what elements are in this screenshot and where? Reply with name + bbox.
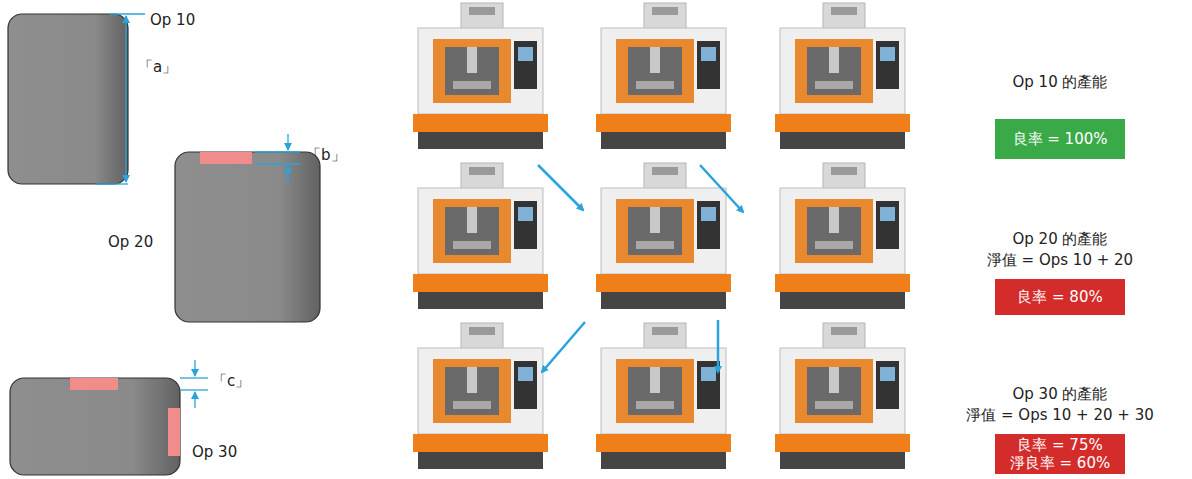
capacity-heading: Op 20 的產能 [946,229,1174,250]
cnc-machine [596,323,731,469]
part-label: Op 20 [108,233,153,251]
dimension-b [255,134,300,182]
part-op20 [175,152,320,322]
yield-box: 良率 = 100% [995,119,1125,159]
capacity-group: Op 20 的產能淨值 = Ops 10 + 20 良率 = 80% [946,229,1174,315]
part-op30 [10,378,180,475]
part-label: 「c」 [212,372,250,390]
dimension-c [180,360,208,408]
part-label: Op 30 [192,443,237,461]
yield-text: 淨良率 = 60% [1007,454,1113,472]
capacity-heading: Op 30 的產能 [946,384,1174,405]
part-label: 「b」 [306,146,346,164]
yield-box: 良率 = 75%淨良率 = 60% [995,434,1125,474]
cnc-machine [413,163,548,309]
yield-text: 良率 = 80% [1007,287,1113,307]
flow-arrows [538,165,743,372]
part-label: Op 10 [150,11,195,29]
dimension-a [96,14,145,184]
cnc-machine [775,3,910,149]
machined-face [168,408,180,456]
capacity-group: Op 30 的產能淨值 = Ops 10 + 20 + 30 良率 = 75%淨良… [946,384,1174,474]
yield-text: 良率 = 75% [1007,436,1113,454]
machined-face [70,378,118,390]
cnc-machine [775,323,910,469]
capacity-heading: Op 10 的產能 [946,72,1174,93]
capacity-group: Op 10 的產能良率 = 100% [946,72,1174,159]
cnc-machine [596,3,731,149]
cnc-machine [413,323,548,469]
part-op10 [8,14,128,184]
yield-text: 良率 = 100% [1007,129,1113,149]
cnc-machine [775,163,910,309]
yield-box: 良率 = 80% [995,279,1125,315]
cnc-machine [413,3,548,149]
capacity-heading: 淨值 = Ops 10 + 20 + 30 [946,405,1174,426]
machined-face [200,152,252,164]
part-label: 「a」 [138,58,177,76]
capacity-heading: 淨值 = Ops 10 + 20 [946,250,1174,271]
cnc-machine [596,163,731,309]
